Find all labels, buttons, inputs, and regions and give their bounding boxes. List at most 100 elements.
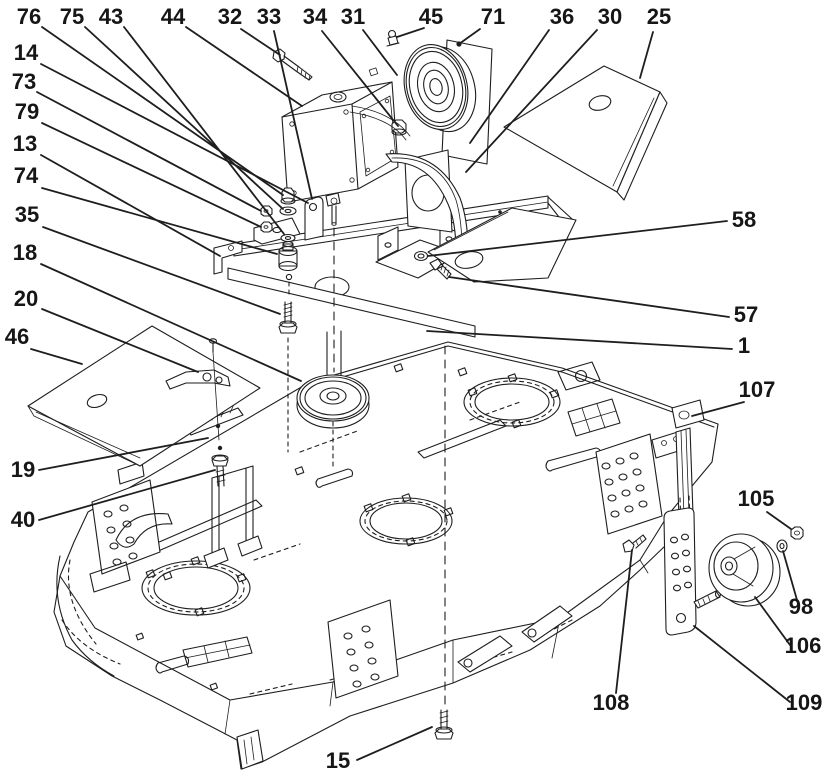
carriage-bolt-58 xyxy=(413,250,429,262)
caster-wheel xyxy=(708,533,781,607)
leader-line-40 xyxy=(38,469,216,521)
grease-fitting xyxy=(386,29,400,47)
belt-cover-right xyxy=(503,65,668,201)
callout-label-57: 57 xyxy=(734,302,758,327)
callout-label-79: 79 xyxy=(15,99,39,124)
callout-label-20: 20 xyxy=(14,286,38,311)
leader-line-19 xyxy=(38,437,209,471)
leader-line-105 xyxy=(766,511,792,530)
mower-deck-shell xyxy=(53,263,719,770)
callout-label-19: 19 xyxy=(11,457,35,482)
leader-line-79 xyxy=(41,122,262,228)
callout-label-74: 74 xyxy=(14,163,39,188)
callout-label-44: 44 xyxy=(161,4,186,29)
leader-line-35 xyxy=(42,226,281,315)
cutting-chamber-right xyxy=(463,373,561,429)
right-perforated-band xyxy=(595,433,663,535)
callout-label-109: 109 xyxy=(786,690,823,715)
leader-line-25 xyxy=(639,31,654,79)
caster-arm xyxy=(663,507,697,636)
callout-label-58: 58 xyxy=(732,207,756,232)
bolt-35 xyxy=(278,301,298,334)
leader-line-18 xyxy=(40,263,302,382)
leader-line-57 xyxy=(448,276,730,318)
callout-label-13: 13 xyxy=(13,131,37,156)
leader-line-106 xyxy=(754,596,791,646)
washer-98 xyxy=(776,539,788,553)
leader-line-73 xyxy=(36,91,262,212)
callout-label-73: 73 xyxy=(12,69,36,94)
callout-label-76: 76 xyxy=(17,4,41,29)
leader-line-33 xyxy=(273,30,313,200)
hardware-stack xyxy=(260,187,298,453)
spindle-pulley-assembly xyxy=(349,39,493,165)
leader-line-74 xyxy=(41,187,278,255)
caster-axle xyxy=(693,589,722,609)
leader-line-36 xyxy=(469,29,550,144)
left-perforated-band xyxy=(89,461,161,593)
callout-label-33: 33 xyxy=(257,4,281,29)
callout-label-25: 25 xyxy=(647,4,671,29)
callout-label-15: 15 xyxy=(326,748,350,773)
leader-line-20 xyxy=(41,308,199,373)
callout-label-75: 75 xyxy=(60,4,84,29)
bolt-40 xyxy=(211,454,229,487)
callout-label-46: 46 xyxy=(5,324,29,349)
leader-line-108 xyxy=(615,549,633,694)
bolt-15 xyxy=(434,709,454,740)
leader-line-15 xyxy=(356,726,433,761)
leader-line-44 xyxy=(185,26,303,107)
caster-assembly xyxy=(651,399,804,636)
callout-label-43: 43 xyxy=(99,4,123,29)
hex-bolt-57 xyxy=(429,258,452,280)
grid-plate xyxy=(567,398,621,437)
leader-line-76 xyxy=(41,26,284,196)
angle-bracket xyxy=(213,240,243,275)
leader-line-45 xyxy=(396,27,425,38)
cutting-chamber-center xyxy=(359,493,454,547)
leader-line-58 xyxy=(427,220,728,257)
support-frame xyxy=(213,195,573,379)
callout-label-36: 36 xyxy=(550,4,574,29)
callout-label-108: 108 xyxy=(593,690,630,715)
callout-label-98: 98 xyxy=(789,594,813,619)
left-lift-bracket xyxy=(115,465,263,569)
callout-label-105: 105 xyxy=(738,486,775,511)
skirt-grid-plate xyxy=(155,636,253,674)
cutting-chamber-left xyxy=(141,556,251,617)
leader-line-13 xyxy=(40,154,221,257)
callout-label-45: 45 xyxy=(419,4,443,29)
guard-plate xyxy=(427,207,577,283)
callout-label-40: 40 xyxy=(11,507,35,532)
hanger-tabs xyxy=(457,605,573,673)
belt-guard xyxy=(385,149,577,283)
leader-line-30 xyxy=(465,29,598,173)
callout-label-32: 32 xyxy=(218,4,242,29)
idler-pulley xyxy=(296,374,370,469)
leader-line-1 xyxy=(426,330,733,350)
spacer-74 xyxy=(278,240,298,272)
leader-line-34 xyxy=(321,30,399,127)
leader-line-98 xyxy=(782,550,798,601)
callout-label-106: 106 xyxy=(785,633,822,658)
callout-label-34: 34 xyxy=(303,4,328,29)
leader-line-32 xyxy=(240,28,281,56)
callout-label-71: 71 xyxy=(481,4,505,29)
callout-label-1: 1 xyxy=(738,333,750,358)
cover-screw xyxy=(208,338,223,451)
front-channel xyxy=(227,267,476,338)
leader-line-109 xyxy=(693,625,791,703)
nut-105 xyxy=(790,526,804,540)
front-perforated-band xyxy=(327,599,399,699)
callout-label-31: 31 xyxy=(341,4,365,29)
callout-label-18: 18 xyxy=(13,240,37,265)
leader-line-46 xyxy=(30,348,83,365)
leader-line-31 xyxy=(362,29,398,76)
leader-line-43 xyxy=(123,26,285,235)
bolt-108 xyxy=(622,534,647,553)
leader-line-75 xyxy=(84,26,284,210)
callout-label-107: 107 xyxy=(739,377,776,402)
leader-line-107 xyxy=(691,401,745,417)
